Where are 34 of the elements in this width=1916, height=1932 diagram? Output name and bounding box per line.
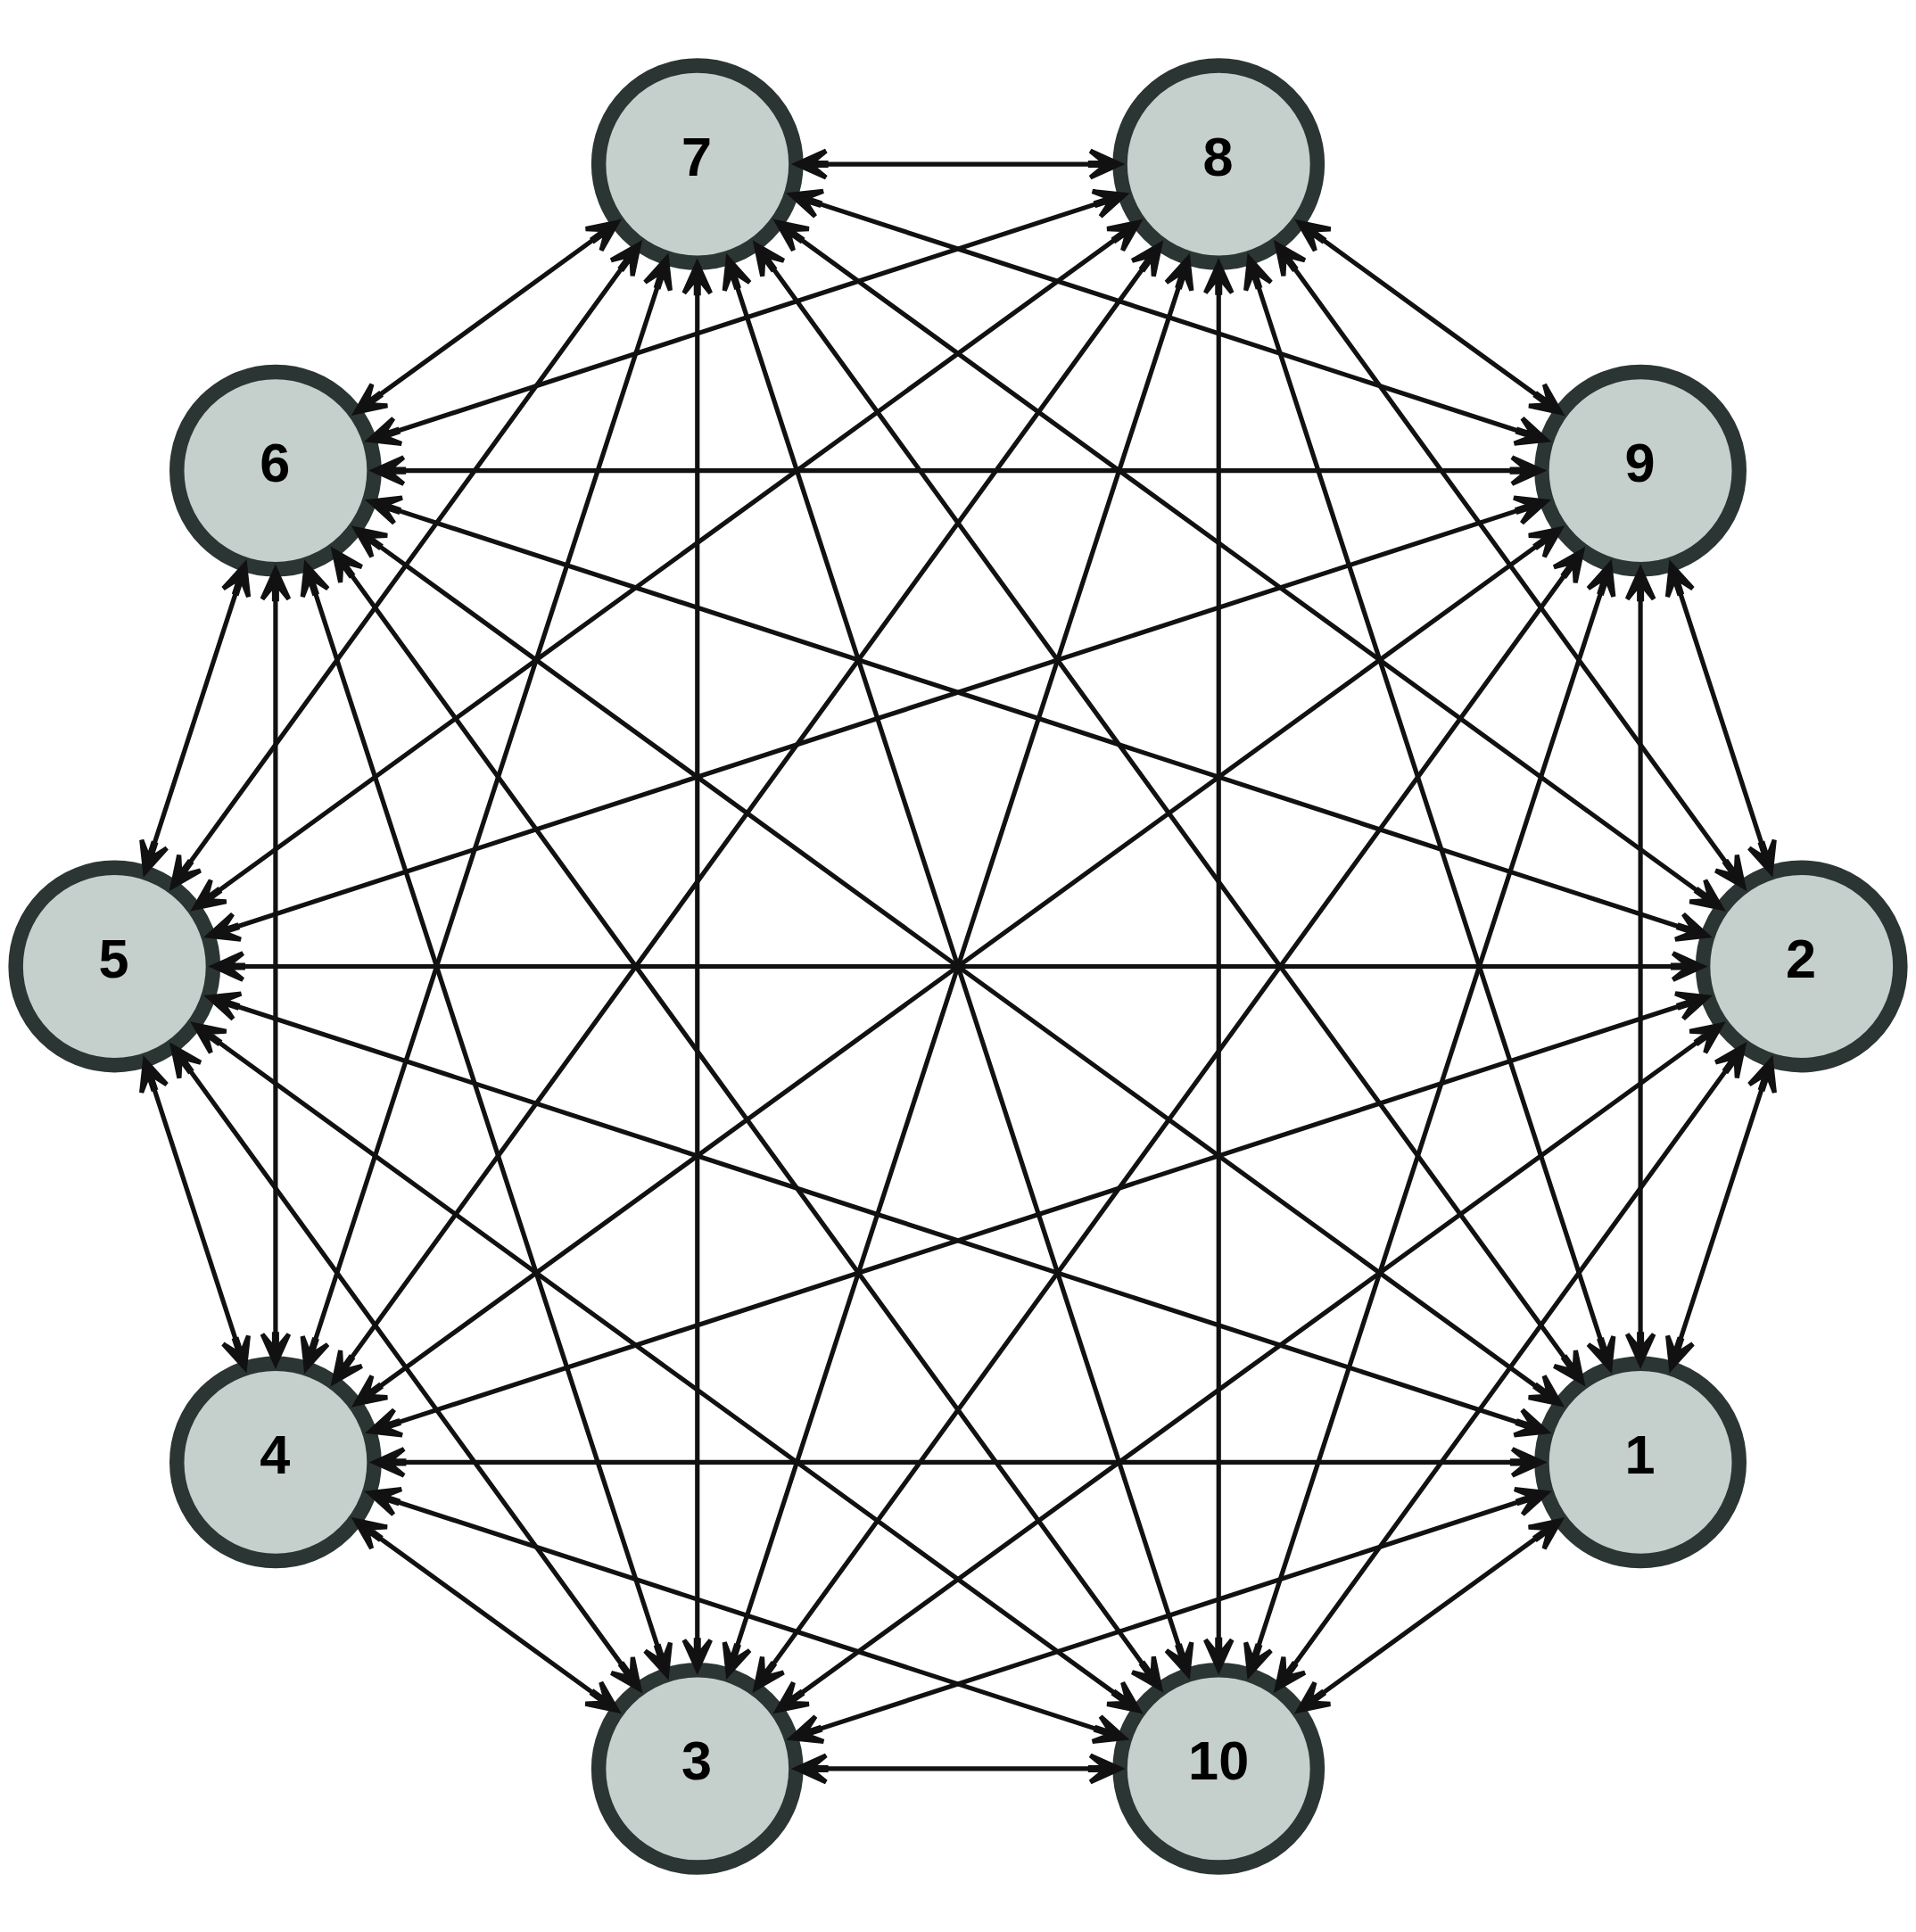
arrow [367,1486,1127,1744]
arrow [211,950,1705,982]
arrow [192,219,1142,911]
arrow [1243,255,1616,1371]
node-circle: 6 [169,364,382,576]
node-circle: 5 [8,860,221,1072]
node-circle: 1 [1534,1356,1747,1568]
arrow [722,255,1194,1677]
arrow [1296,1517,1563,1713]
arrow [1274,1043,1747,1691]
arrow [368,495,1710,942]
node-circle: 3 [590,1662,804,1875]
node-circle: 8 [1112,57,1326,270]
arrow [774,1021,1724,1713]
node-circle: 9 [1534,364,1747,576]
arrow [789,188,1549,446]
arrow [206,495,1548,942]
arrow [789,1486,1549,1744]
arrow [206,990,1548,1438]
arrow [753,242,1585,1384]
arrow [1243,561,1616,1677]
arrow [1274,241,1747,889]
arrow [753,548,1585,1691]
arrow [1296,219,1563,415]
arrow [368,990,1710,1437]
node-circle: 10 [1112,1662,1326,1875]
arrow [794,1753,1122,1784]
arrow [353,219,620,415]
node-circle: 2 [1695,860,1908,1072]
node-circle: 7 [590,57,804,270]
arrow [367,188,1127,446]
arrow [794,148,1122,179]
arrow [372,1446,1545,1478]
arrow [774,219,1724,911]
